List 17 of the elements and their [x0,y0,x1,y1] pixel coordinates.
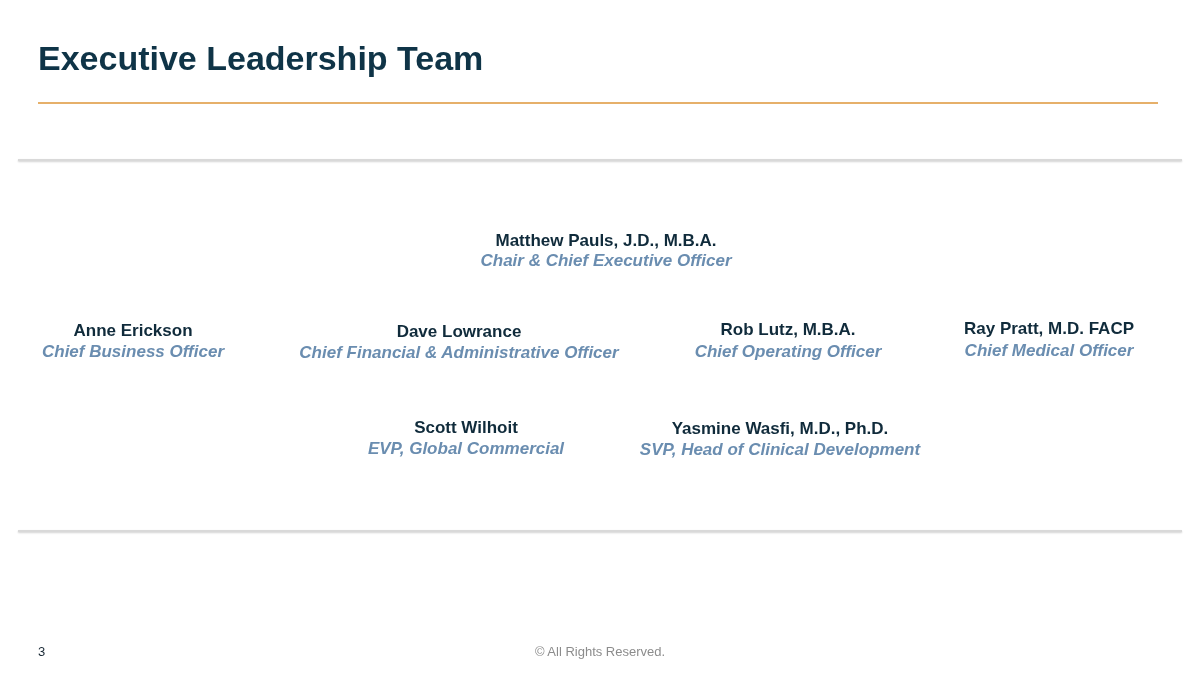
job-title: EVP, Global Commercial [367,439,565,459]
person-name: Scott Wilhoit [414,418,518,438]
person-name: Rob Lutz, M.B.A. [720,320,856,340]
page-number: 3 [38,644,46,660]
job-title: Chief Medical Officer [964,341,1134,361]
job-title: Chief Business Officer [42,342,224,362]
job-title: Chief Operating Officer [694,342,882,362]
job-title: Chief Financial & Administrative Officer [299,343,619,363]
person-name: Matthew Pauls, J.D., M.B.A. [495,231,717,251]
person-name: Yasmine Wasfi, M.D., Ph.D. [671,419,889,439]
person-name: Anne Erickson [73,321,193,341]
job-title: SVP, Head of Clinical Development [639,440,921,460]
slide-title: Executive Leadership Team [38,38,484,79]
person-name: Ray Pratt, M.D. FACP [964,319,1134,339]
person-name: Dave Lowrance [396,322,522,342]
copyright-notice: © All Rights Reserved. [534,644,666,660]
job-title: Chair & Chief Executive Officer [480,251,732,271]
